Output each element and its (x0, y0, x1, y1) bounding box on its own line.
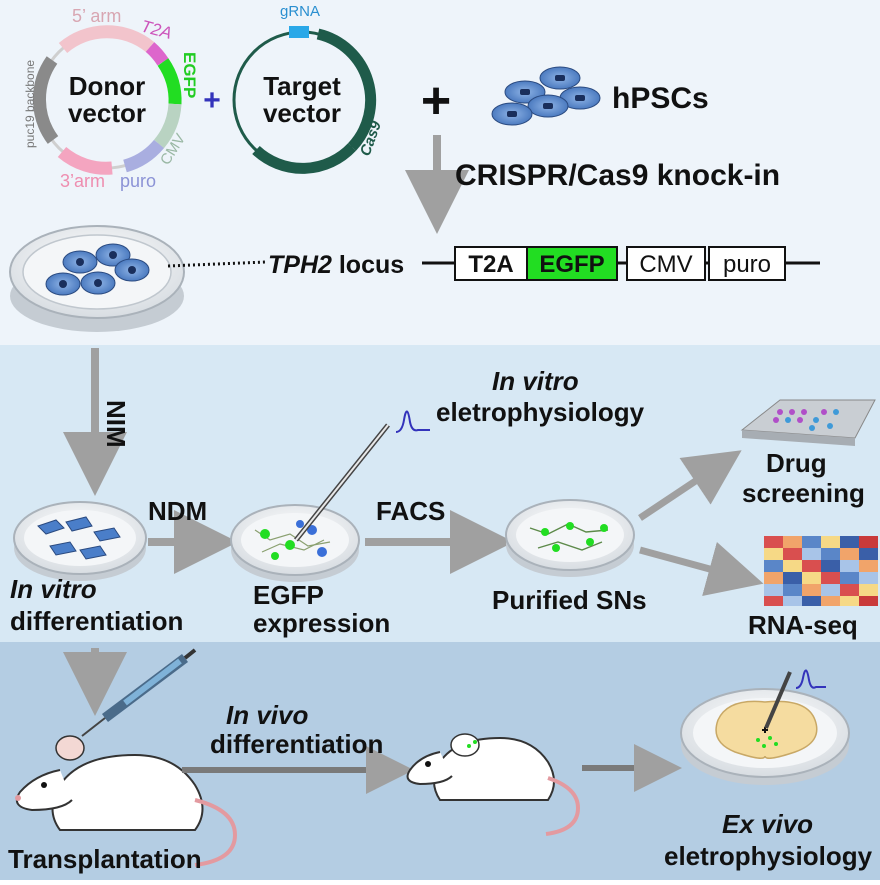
donor-name-line2: vector (68, 98, 146, 128)
rnaseq-label: RNA-seq (748, 610, 858, 640)
target-vector-plasmid: gRNA Target vector Cas9 (232, 3, 385, 174)
in-vitro-diff-line2: differentiation (10, 606, 183, 636)
grna-label: gRNA (280, 3, 320, 20)
invivo-diff-line2: differentiation (210, 729, 383, 759)
egfp-expression-line2: expression (253, 608, 390, 638)
neural-induction-dish (13, 501, 147, 581)
locus-element-puro: puro (723, 251, 771, 278)
locus-label: TPH2 locus (268, 251, 404, 279)
mouse-invivo (406, 733, 581, 836)
exvivo-line1: Ex vivo (722, 809, 813, 839)
ephys-invitro-line2: eletrophysiology (436, 397, 645, 427)
hpsc-dish (9, 225, 185, 332)
syringe-icon (81, 648, 197, 737)
drug-screening-line2: screening (742, 478, 865, 508)
target-name-line2: vector (263, 98, 341, 128)
facs-label: FACS (376, 496, 445, 526)
locus-gene: TPH2 (268, 251, 332, 279)
hpsc-cells (491, 66, 601, 126)
donor-vector-plasmid: Donor vector 5’ arm T2A EGFP CMV puro 3’… (23, 6, 199, 191)
microplate-icon (740, 399, 876, 446)
egfp-expression-line1: EGFP (253, 580, 324, 610)
locus-suffix: locus (332, 251, 404, 279)
exvivo-pipette (764, 671, 792, 729)
ephys-invitro-line1: In vitro (492, 366, 579, 396)
plus-big: + (421, 72, 451, 130)
knockin-label: CRISPR/Cas9 knock-in (455, 159, 780, 192)
donor-backbone-label: puc19 backbone (23, 60, 37, 148)
invivo-diff-line1: In vivo (226, 700, 308, 730)
dish-to-locus-dotted (167, 260, 267, 268)
locus-element-cmv: CMV (639, 251, 692, 278)
transplantation-label: Transplantation (8, 844, 202, 874)
purified-sns-label: Purified SNs (492, 585, 647, 615)
rnaseq-arrow (639, 541, 764, 596)
egfp-expression-dish (230, 504, 360, 582)
locus-element-t2a: T2A (468, 251, 513, 278)
exvivo-line2: eletrophysiology (664, 841, 873, 871)
drug-screening-line1: Drug (766, 448, 827, 478)
purified-sns-dish (505, 499, 635, 577)
heatmap-icon (764, 536, 878, 606)
donor-name-line1: Donor (69, 71, 146, 101)
nim-label: NIM (101, 400, 131, 448)
brain-slice-dish (680, 688, 850, 785)
in-vitro-diff-line1: In vitro (10, 574, 97, 604)
spike-trace-icon (395, 410, 430, 433)
exvivo-spike-trace-icon (795, 669, 826, 689)
grna-block (289, 26, 309, 38)
target-name-line1: Target (263, 71, 341, 101)
donor-puro-label: puro (120, 171, 156, 191)
locus-element-egfp: EGFP (539, 251, 604, 278)
donor-5arm-label: 5’ arm (72, 6, 121, 26)
drug-arrow (638, 450, 742, 521)
plus-small: + (203, 84, 221, 117)
donor-3arm-label: 3’arm (60, 171, 105, 191)
ndm-label: NDM (148, 496, 207, 526)
donor-egfp-label: EGFP (180, 52, 199, 98)
locus-elements: T2A EGFP CMV puro (454, 246, 786, 281)
hpscs-label: hPSCs (612, 82, 709, 115)
mouse-transplant (15, 735, 238, 867)
